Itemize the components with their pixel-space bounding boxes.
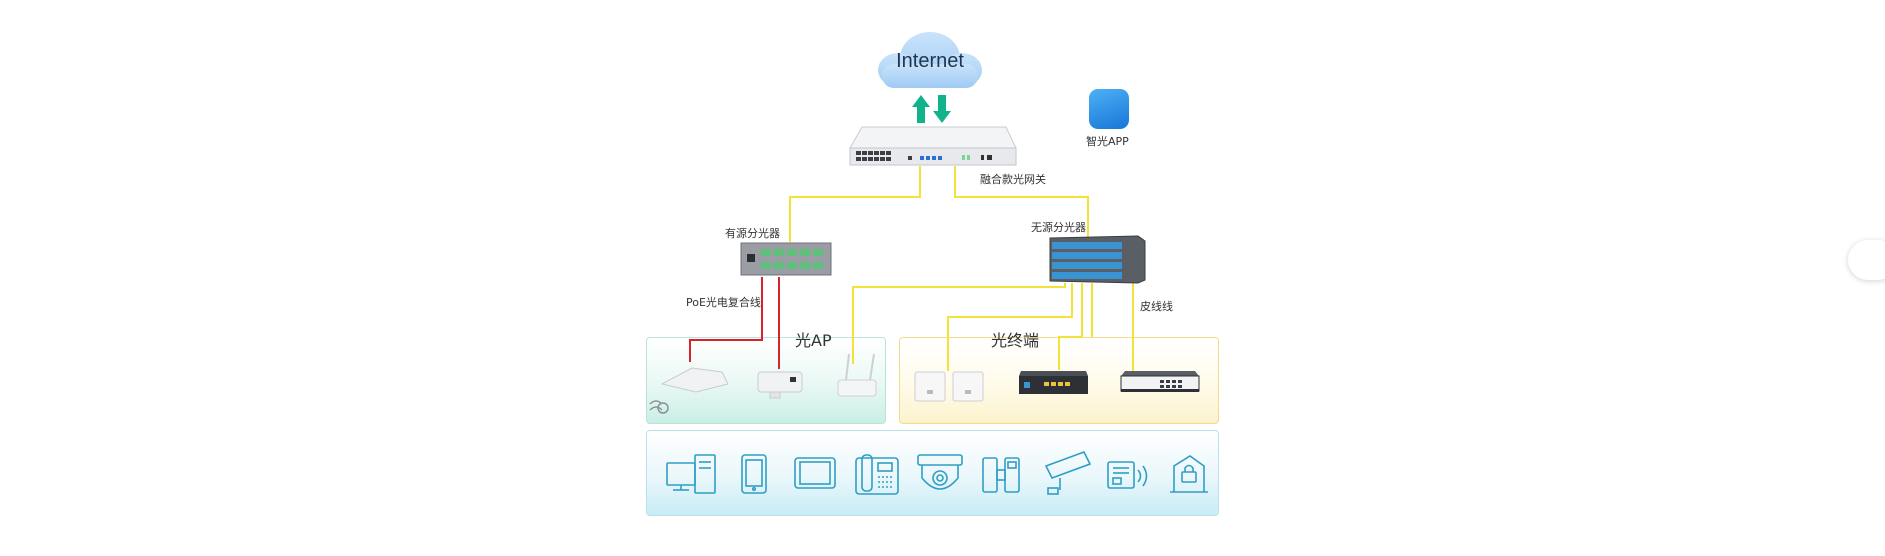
internet-label: Internet: [896, 50, 964, 72]
door-access-icon: [982, 457, 1020, 493]
optical-ap-title: 光AP: [795, 331, 832, 350]
rack-ont-device: [1120, 371, 1200, 392]
tablet-icon: [794, 457, 836, 489]
ip-phone-icon: [855, 454, 899, 495]
fiber-lines: [789, 166, 1134, 371]
wifi6-badge-icon: [649, 400, 669, 414]
passive-splitter-device: [1049, 235, 1146, 284]
desktop-ont-device: [1019, 371, 1088, 394]
smart-lock-icon: [1170, 455, 1208, 493]
wall-ont-1-device: [914, 371, 946, 402]
smartphone-icon: [741, 454, 767, 494]
up-down-arrows: [912, 95, 951, 123]
wall-ont-2-device: [952, 371, 984, 402]
gateway-device: [849, 126, 1017, 166]
desktop-computer-icon: [666, 454, 716, 494]
panel-ap-device: [757, 371, 803, 399]
active-splitter-label: 有源分光器: [725, 227, 780, 240]
dome-camera-icon: [917, 454, 963, 490]
app-icon[interactable]: [1089, 89, 1129, 129]
active-splitter-device: [740, 242, 832, 276]
internet-cloud: [878, 32, 982, 88]
desktop-ap-device: [837, 353, 877, 397]
poe-lines: [689, 277, 780, 369]
ceiling-ap-device: [660, 367, 729, 393]
poe-cable-label: PoE光电复合线: [686, 296, 761, 309]
gateway-label: 融合款光网关: [980, 173, 1046, 186]
floating-assistant-button[interactable]: [1848, 240, 1885, 280]
drop-cable-label: 皮线线: [1140, 300, 1173, 313]
bullet-camera-icon: [1044, 451, 1092, 495]
app-label: 智光APP: [1086, 135, 1129, 148]
broadcast-speaker-icon: [1107, 461, 1148, 489]
optical-terminal-title: 光终端: [991, 331, 1040, 350]
passive-splitter-label: 无源分光器: [1031, 221, 1086, 234]
